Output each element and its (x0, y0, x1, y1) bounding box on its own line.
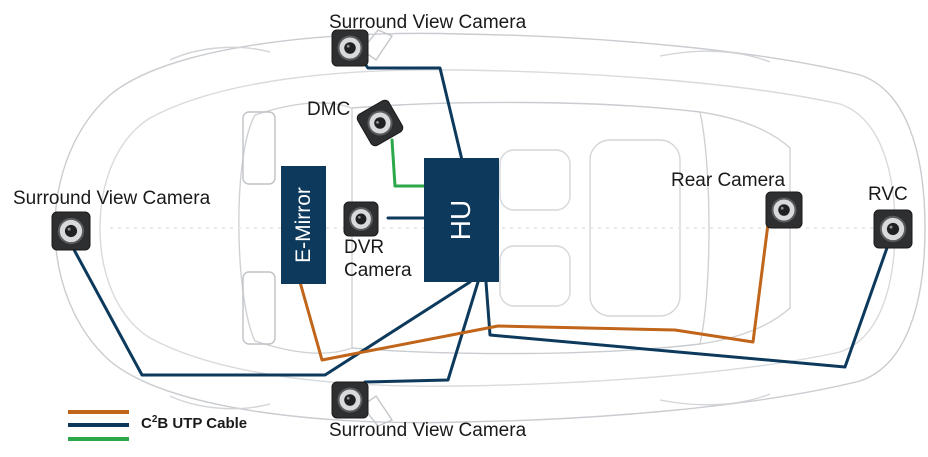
camera-surround-view-top-icon (331, 29, 369, 67)
camera-dmc-icon (356, 99, 404, 147)
camera-dvr-icon (343, 201, 379, 237)
cable-dmc-hu (390, 138, 430, 188)
cable-left-svc-hu (70, 244, 472, 377)
label-surround-view-left: Surround View Camera (13, 188, 211, 209)
legend-line-orange (68, 410, 129, 414)
camera-surround-view-bottom-icon (331, 381, 369, 419)
cable-rvc-hu (484, 243, 890, 369)
emirror-label: E-Mirror (291, 187, 315, 263)
legend-suffix: B UTP Cable (157, 415, 248, 432)
cable-bottom-svc-hu (363, 280, 480, 384)
legend-line-navy (68, 423, 129, 427)
hu-box: HU (424, 158, 499, 282)
label-surround-view-bottom: Surround View Camera (329, 420, 527, 441)
camera-rvc-icon (873, 209, 913, 249)
label-dmc: DMC (307, 99, 351, 120)
legend-label: C2B UTP Cable (141, 414, 247, 432)
camera-surround-view-left-icon (51, 211, 91, 251)
label-dvr: DVR (344, 237, 385, 258)
label-surround-view-top: Surround View Camera (329, 12, 527, 33)
legend-prefix: C (141, 415, 152, 432)
label-rear-camera: Rear Camera (671, 170, 786, 191)
cable-emirror-rear (298, 222, 770, 362)
label-rvc: RVC (868, 184, 908, 205)
label-dvr-camera: Camera (344, 260, 412, 281)
legend-line-green (68, 437, 129, 441)
emirror-box: E-Mirror (281, 166, 326, 284)
legend-superscript: 2 (151, 414, 158, 425)
hu-label: HU (445, 199, 477, 241)
camera-rear-icon (765, 191, 803, 229)
